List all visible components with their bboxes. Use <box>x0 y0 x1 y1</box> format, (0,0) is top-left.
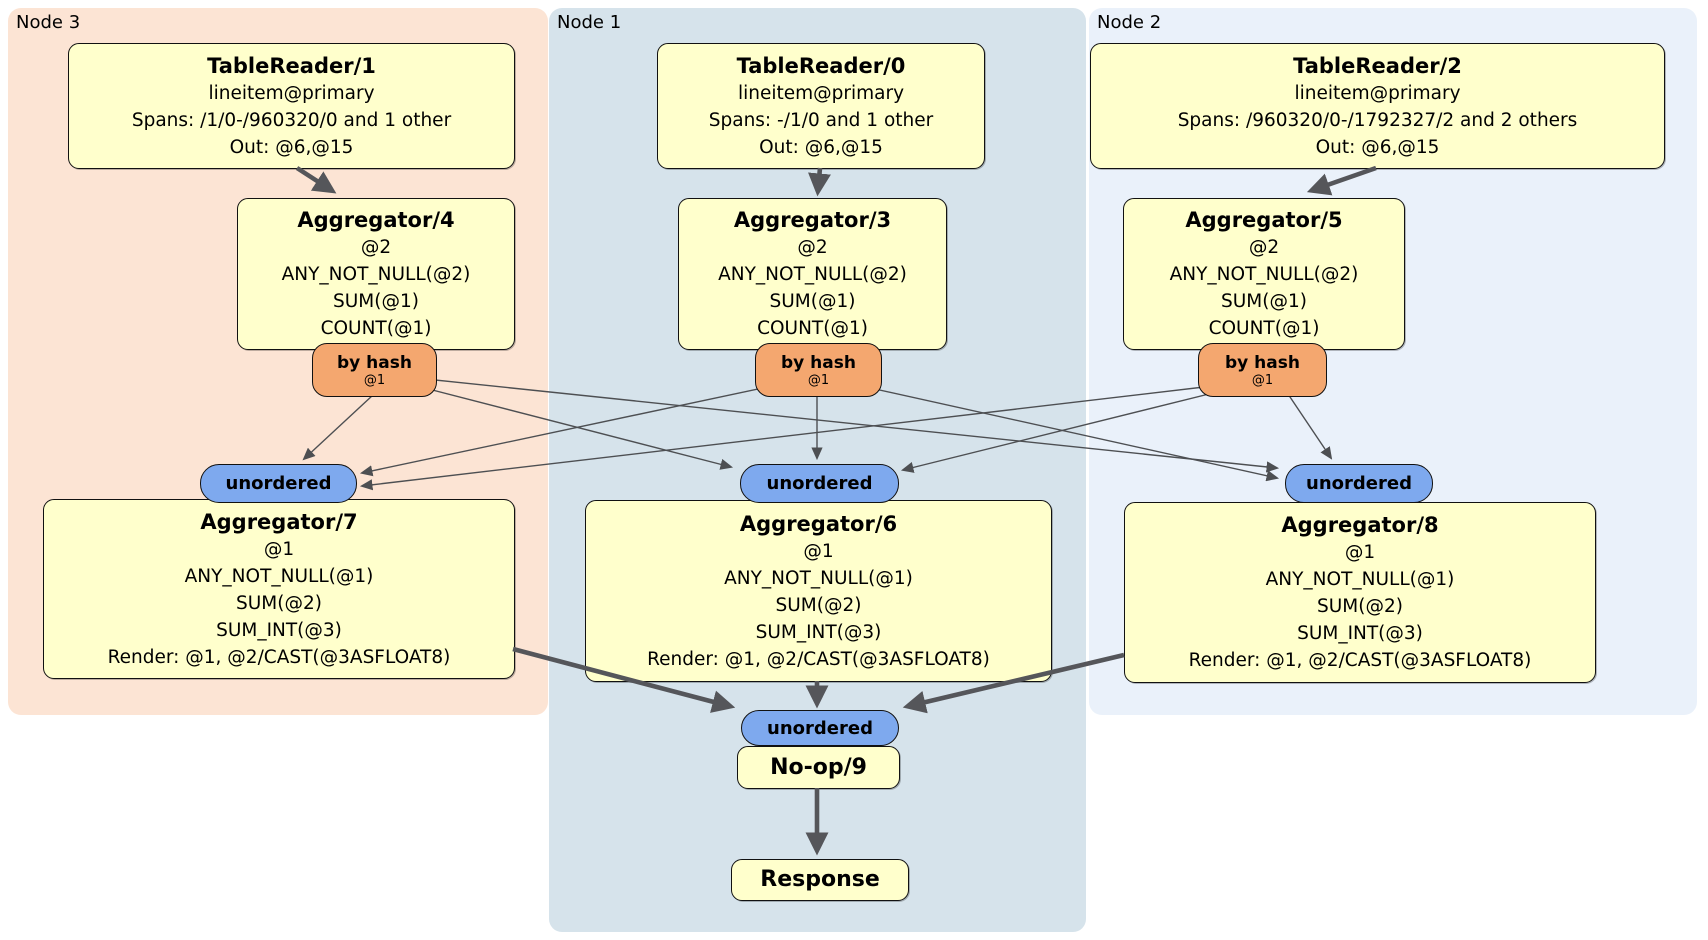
processor-box-tablereader-2: TableReader/2 lineitem@primary Spans: /9… <box>1090 43 1665 169</box>
processor-line: SUM(@1) <box>1221 291 1307 312</box>
processor-line: @1 <box>1344 542 1376 563</box>
processor-line: lineitem@primary <box>737 82 905 104</box>
processor-line: Out: @6,@15 <box>229 136 354 158</box>
processor-box-tablereader-0: TableReader/0 lineitem@primary Spans: -/… <box>657 43 985 169</box>
processor-line: SUM(@1) <box>333 291 419 312</box>
sync-unordered-d: unordered <box>741 710 899 746</box>
processor-line: SUM(@2) <box>775 594 862 616</box>
processor-box-response: Response <box>731 859 909 901</box>
router-by-hash-b: by hash @1 <box>755 343 882 397</box>
processor-line: @1 <box>263 538 295 560</box>
processor-line: SUM(@2) <box>1317 596 1403 617</box>
processor-title: Aggregator/5 <box>1185 208 1343 232</box>
processor-line: Out: @6,@15 <box>759 136 883 158</box>
processor-line: COUNT(@1) <box>320 318 432 339</box>
router-stream-tag: @1 <box>1251 372 1274 388</box>
processor-line: Spans: /1/0-/960320/0 and 1 other <box>131 109 452 131</box>
processor-line: @1 <box>803 540 834 562</box>
sync-label: unordered <box>766 473 873 494</box>
sync-unordered-a: unordered <box>200 464 357 503</box>
processor-line: lineitem@primary <box>1294 82 1461 104</box>
processor-line: @2 <box>797 237 828 258</box>
processor-line: Render: @1, @2/CAST(@3ASFLOAT8) <box>107 646 451 668</box>
processor-title: Aggregator/8 <box>1281 513 1439 537</box>
processor-box-tablereader-1: TableReader/1 lineitem@primary Spans: /1… <box>68 43 515 169</box>
processor-line: ANY_NOT_NULL(@1) <box>184 565 374 587</box>
processor-title: TableReader/0 <box>736 53 906 78</box>
processor-line: Render: @1, @2/CAST(@3ASFLOAT8) <box>1188 650 1532 671</box>
processor-line: ANY_NOT_NULL(@2) <box>1169 264 1359 285</box>
processor-line: ANY_NOT_NULL(@2) <box>718 264 907 285</box>
router-by-hash-a: by hash @1 <box>312 343 437 397</box>
router-label: by hash <box>1225 352 1300 373</box>
node3-label: Node 3 <box>16 12 81 33</box>
processor-line: Out: @6,@15 <box>1315 136 1440 158</box>
processor-line: SUM_INT(@3) <box>216 619 342 641</box>
processor-line: ANY_NOT_NULL(@1) <box>724 567 913 589</box>
processor-box-aggregator-4: Aggregator/4 @2 ANY_NOT_NULL(@2) SUM(@1)… <box>237 198 515 350</box>
sync-label: unordered <box>767 717 873 739</box>
node2-label: Node 2 <box>1097 12 1162 33</box>
processor-box-aggregator-8: Aggregator/8 @1 ANY_NOT_NULL(@1) SUM(@2)… <box>1124 502 1596 683</box>
router-by-hash-c: by hash @1 <box>1198 343 1327 397</box>
processor-title: Aggregator/4 <box>297 208 455 232</box>
processor-title: No-op/9 <box>770 754 867 780</box>
processor-title: Aggregator/7 <box>200 509 358 534</box>
processor-line: Render: @1, @2/CAST(@3ASFLOAT8) <box>647 648 990 670</box>
processor-line: SUM_INT(@3) <box>1297 623 1423 644</box>
processor-box-aggregator-3: Aggregator/3 @2 ANY_NOT_NULL(@2) SUM(@1)… <box>678 198 947 350</box>
processor-line: ANY_NOT_NULL(@2) <box>281 264 471 285</box>
processor-line: SUM_INT(@3) <box>755 621 882 643</box>
processor-title: Aggregator/6 <box>739 511 898 536</box>
processor-line: COUNT(@1) <box>1208 318 1320 339</box>
router-label: by hash <box>337 352 412 373</box>
processor-box-aggregator-5: Aggregator/5 @2 ANY_NOT_NULL(@2) SUM(@1)… <box>1123 198 1405 350</box>
sync-unordered-b: unordered <box>740 464 899 503</box>
processor-box-aggregator-7: Aggregator/7 @1 ANY_NOT_NULL(@1) SUM(@2)… <box>43 499 515 679</box>
processor-title: Response <box>760 867 880 892</box>
router-label: by hash <box>781 352 856 373</box>
router-stream-tag: @1 <box>807 372 830 388</box>
processor-title: TableReader/2 <box>1293 53 1462 78</box>
processor-line: Spans: /960320/0-/1792327/2 and 2 others <box>1177 109 1578 131</box>
processor-line: ANY_NOT_NULL(@1) <box>1265 569 1455 590</box>
sync-label: unordered <box>1306 473 1412 494</box>
processor-box-aggregator-6: Aggregator/6 @1 ANY_NOT_NULL(@1) SUM(@2)… <box>585 500 1052 682</box>
processor-line: Spans: -/1/0 and 1 other <box>708 109 934 131</box>
node1-label: Node 1 <box>557 12 622 33</box>
processor-title: TableReader/1 <box>207 53 376 78</box>
processor-title: Aggregator/3 <box>733 208 892 232</box>
processor-line: COUNT(@1) <box>757 318 868 339</box>
processor-line: SUM(@1) <box>769 291 856 312</box>
processor-line: @2 <box>1248 237 1280 258</box>
processor-line: SUM(@2) <box>236 592 322 614</box>
processor-line: @2 <box>360 237 392 258</box>
processor-box-noop-9: No-op/9 <box>737 746 900 789</box>
sync-label: unordered <box>225 473 332 494</box>
processor-line: lineitem@primary <box>208 82 375 104</box>
sync-unordered-c: unordered <box>1285 464 1433 503</box>
router-stream-tag: @1 <box>363 372 386 388</box>
